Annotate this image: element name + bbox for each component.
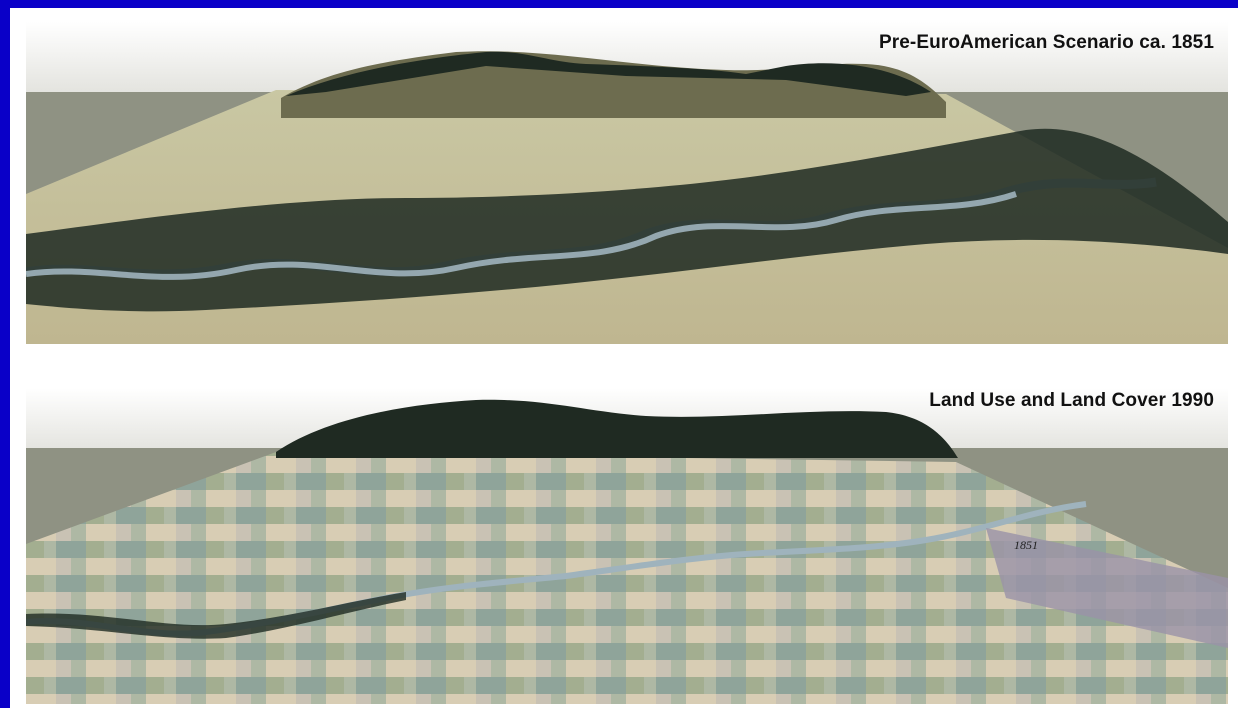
panel-1851: Pre-EuroAmerican Scenario ca. 1851 — [26, 22, 1228, 344]
scene-1851 — [26, 22, 1228, 344]
map-place-label: 1851 — [1014, 538, 1038, 552]
riparian-forest — [26, 592, 406, 639]
city — [986, 528, 1228, 648]
river-overlay — [26, 191, 1017, 280]
terrain-fields — [26, 452, 1228, 704]
panel-title: Pre-EuroAmerican Scenario ca. 1851 — [878, 32, 1214, 53]
figure-frame: Pre-EuroAmerican Scenario ca. 1851 — [10, 8, 1238, 708]
scene-1990 — [26, 388, 1228, 704]
mountain — [276, 399, 958, 458]
panel-title: Land Use and Land Cover 1990 — [929, 390, 1214, 411]
mountain-forest — [286, 51, 931, 96]
panel-1990: Land Use and Land Cover 1990 1851 — [26, 388, 1228, 704]
